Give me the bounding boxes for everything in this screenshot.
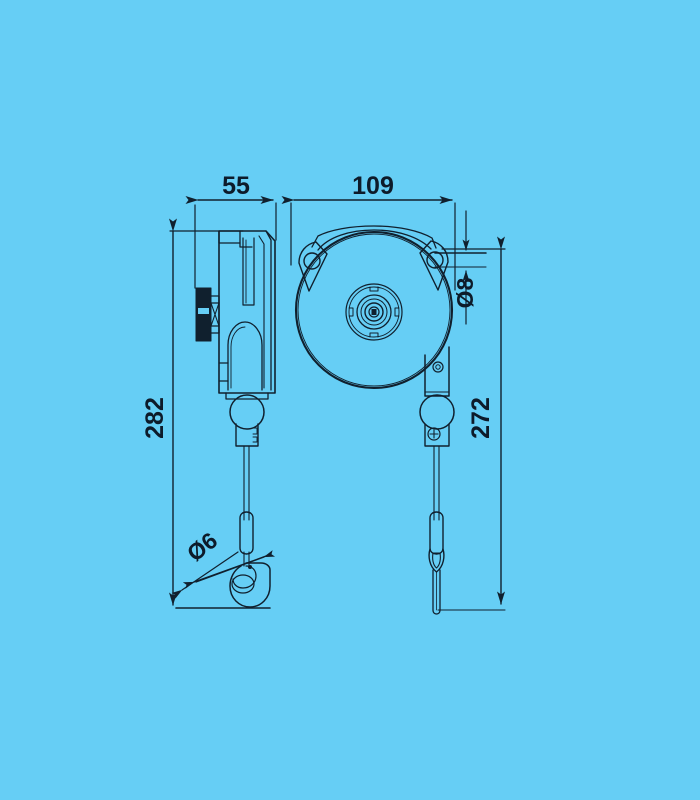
dim-label-height-overall: 282 xyxy=(141,397,169,439)
front-view-geometry xyxy=(294,225,455,615)
dim-label-suspension-eye-diameter: Ø8 xyxy=(452,277,478,308)
side-view-geometry xyxy=(195,230,276,608)
dim-label-width-side: 55 xyxy=(222,172,250,200)
dim-label-width-front: 109 xyxy=(352,172,394,200)
dimension-lines xyxy=(169,196,506,611)
dim-label-height-to-hook: 272 xyxy=(467,397,495,439)
